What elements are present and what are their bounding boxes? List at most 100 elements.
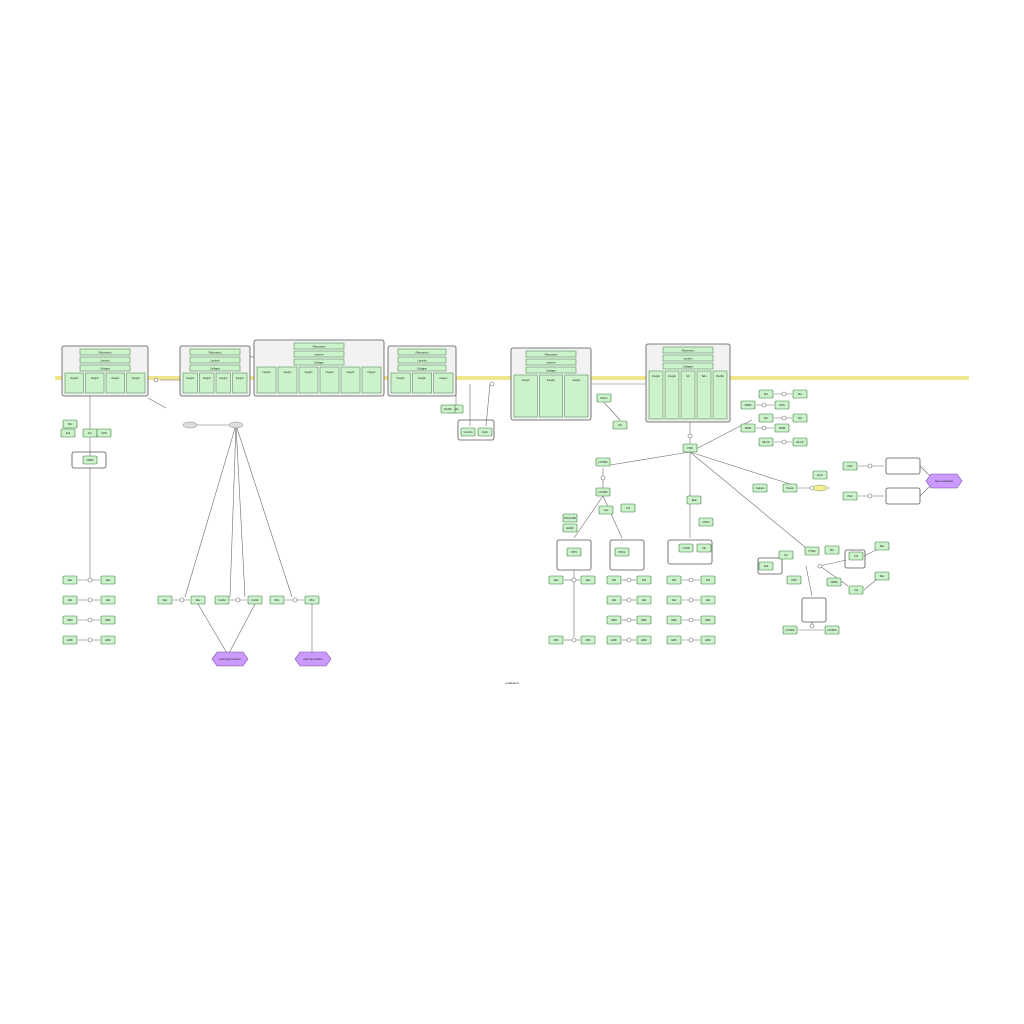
node-box — [792, 389, 808, 399]
integrin-subunit — [182, 372, 198, 394]
metabolite — [812, 484, 828, 492]
process-node — [87, 617, 93, 623]
nested-complex — [457, 419, 495, 441]
node-box — [842, 491, 858, 501]
integrin-subunit — [340, 366, 361, 394]
node-zyxin: Zyxin — [812, 470, 828, 480]
node-label: ERK — [671, 638, 677, 642]
node-label: IKK — [798, 416, 802, 420]
node-label: Rho — [275, 598, 280, 602]
ecm-protein — [397, 348, 447, 356]
node-label: Crk — [854, 554, 859, 558]
edge — [863, 579, 877, 591]
node-box — [606, 635, 622, 645]
ecm-protein — [662, 362, 714, 370]
node-label: Raf — [106, 598, 110, 602]
node-label: Crk — [626, 506, 631, 510]
integrin-subunit — [298, 366, 319, 394]
node-label: Raf — [612, 598, 616, 602]
node-actin: Actin — [477, 427, 493, 437]
node-mlck: MLCK — [792, 437, 808, 447]
node-label: ERK — [105, 638, 111, 642]
node-p70s6k: p70S6K — [824, 625, 840, 635]
phenotype-0: Actin polymerization — [211, 651, 249, 667]
node-box — [304, 595, 320, 605]
node-fak: Fak — [60, 428, 76, 438]
node-label: NFkB — [745, 426, 752, 430]
node-label: Raf — [706, 578, 710, 582]
node-rac: Rac — [874, 571, 890, 581]
node-paxillin: Paxillin — [440, 404, 456, 414]
integrin-subunit-label: Integrin — [547, 379, 556, 382]
node-erk: ERK — [636, 635, 652, 645]
process-node — [761, 402, 767, 408]
process-node — [179, 597, 185, 603]
node-rho: Rho — [269, 595, 285, 605]
node-erk: ERK — [700, 635, 716, 645]
node-label: Rho — [310, 598, 315, 602]
process-node — [817, 563, 823, 569]
node-raf: Raf — [606, 575, 622, 585]
node-box — [666, 635, 682, 645]
edge — [863, 549, 877, 557]
node-box — [842, 461, 858, 471]
integrin-subunit — [539, 374, 563, 418]
node-box — [792, 413, 808, 423]
node-label: ERK — [705, 638, 711, 642]
process-node — [761, 425, 767, 431]
edge — [819, 565, 849, 587]
integrin-subunit — [105, 372, 125, 394]
node-cas: Cas — [598, 505, 614, 515]
ecm-protein — [189, 364, 241, 372]
ecm-protein — [79, 348, 131, 356]
node-box — [848, 585, 864, 595]
node-label: MEK — [105, 618, 111, 622]
node-mek: MEK — [100, 615, 116, 625]
ecm-protein-label: Fibronectin — [682, 348, 695, 352]
metabolite — [182, 421, 198, 429]
node-box — [477, 427, 493, 437]
node-ras: Ras — [100, 575, 116, 585]
node-box — [595, 487, 611, 497]
ecm-protein-label: Fibronectin — [99, 350, 112, 354]
integrin-subunit — [712, 370, 728, 420]
node-label: Shc — [764, 392, 769, 396]
integrin-subunit-label: Integrin — [219, 377, 228, 380]
node-crk: Crk — [848, 585, 864, 595]
edge — [227, 603, 256, 656]
node-label: Parvin — [600, 396, 608, 400]
ecm-protein-label: Laminin — [210, 358, 220, 362]
node-box — [700, 635, 716, 645]
node-box — [96, 428, 112, 438]
compartment-label: unlabeled — [505, 681, 518, 685]
node-label: Shc — [798, 392, 803, 396]
integrin-subunit — [390, 372, 411, 394]
process-node — [626, 577, 632, 583]
node-cdc42: Cdc42 — [214, 595, 230, 605]
node-pip3: PIP3 — [786, 575, 802, 585]
node-box — [636, 635, 652, 645]
ecm-protein — [293, 342, 345, 350]
node-box — [598, 505, 614, 515]
node-box — [562, 513, 578, 523]
node-box — [62, 419, 78, 429]
node-box — [758, 561, 774, 571]
node-raf: Raf — [700, 595, 716, 605]
node-label: Talin — [453, 407, 459, 411]
node-box — [666, 595, 682, 605]
process-node — [87, 637, 93, 643]
process-node — [688, 577, 694, 583]
node-raf: Raf — [666, 575, 682, 585]
edge — [805, 565, 813, 597]
ecm-protein-label: Collagen — [100, 366, 111, 370]
node-pak: PAK — [842, 461, 858, 471]
node-box — [752, 483, 768, 493]
node-rac: Rac — [874, 541, 890, 551]
node-label: Rac — [163, 598, 168, 602]
node-box — [100, 635, 116, 645]
edge — [689, 451, 791, 485]
node-box — [792, 437, 808, 447]
